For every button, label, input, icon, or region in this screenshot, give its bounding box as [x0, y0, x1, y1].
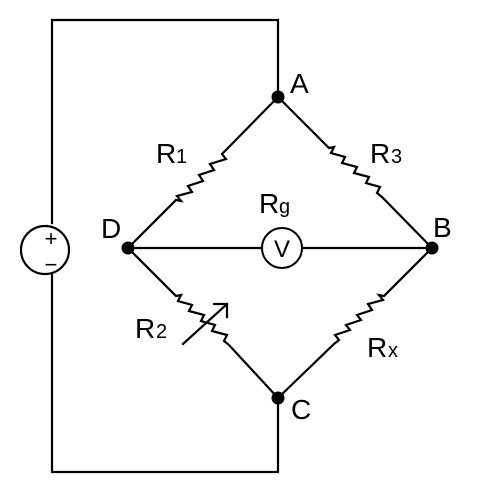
r3-sub: 3 [391, 146, 402, 168]
rx-sub: x [388, 340, 398, 362]
resistor-r1 [127, 96, 279, 249]
source-plus-sign: + [45, 226, 58, 251]
node-d-dot [121, 241, 135, 255]
outer-loop [50, 18, 280, 474]
label-rx: R x [367, 332, 398, 363]
node-b-dot [425, 241, 439, 255]
source-minus-sign: − [45, 252, 58, 277]
label-r1: R 1 [156, 138, 187, 169]
label-r2: R 2 [135, 313, 167, 344]
voltage-source: + − [19, 224, 71, 277]
resistor-rx [277, 247, 433, 399]
resistor-r3 [277, 96, 433, 249]
r2-sub: 2 [156, 321, 167, 343]
rg-sub: g [279, 196, 290, 218]
voltmeter-symbol: V [274, 236, 290, 263]
rx-main: R [367, 332, 387, 363]
variable-arrow-icon [181, 302, 229, 346]
r1-main: R [156, 138, 176, 169]
voltmeter: V [261, 227, 303, 269]
node-a-label: A [290, 68, 309, 99]
node-c-dot [271, 391, 285, 405]
label-rg: R g [259, 188, 290, 219]
r1-sub: 1 [176, 146, 187, 168]
r3-main: R [370, 138, 390, 169]
r2-main: R [135, 313, 155, 344]
rg-main: R [259, 188, 279, 219]
resistor-r2 [127, 247, 279, 399]
node-c-label: C [291, 394, 311, 425]
label-r3: R 3 [370, 138, 402, 169]
wire-source-bottom [50, 273, 280, 474]
node-a-dot [271, 90, 285, 104]
node-b-label: B [433, 212, 452, 243]
galvanometer-branch: V [126, 227, 434, 269]
node-d-label: D [101, 213, 121, 244]
wire-source-top [50, 18, 280, 225]
